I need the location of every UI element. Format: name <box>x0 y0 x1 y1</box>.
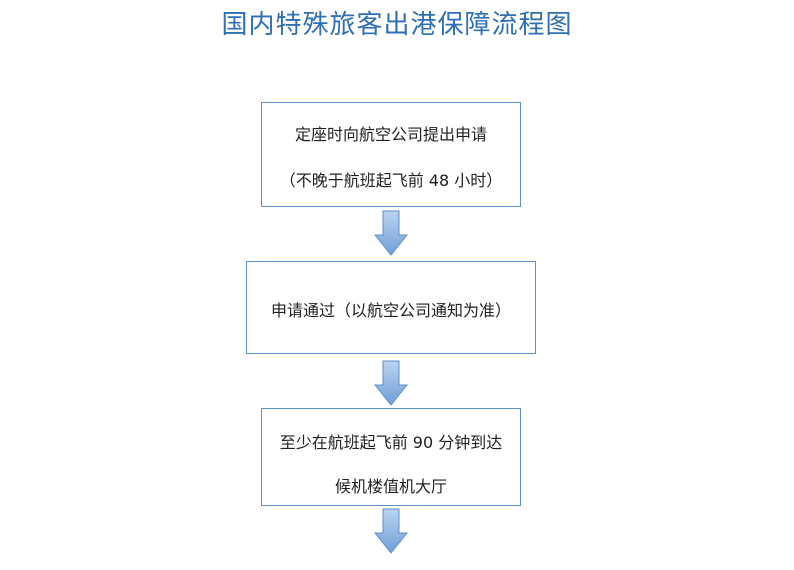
down-arrow-icon <box>374 360 408 406</box>
flow-step-2-text: 申请通过（以航空公司通知为准） <box>270 301 511 320</box>
flow-step-2-box: 申请通过（以航空公司通知为准） <box>246 261 536 354</box>
flow-step-3-text: 至少在航班起飞前 90 分钟到达 <box>279 433 503 452</box>
flow-step-3-subtext: 候机楼值机大厅 <box>334 477 447 496</box>
down-arrow-icon <box>374 210 408 256</box>
flow-step-1-text: 定座时向航空公司提出申请 <box>294 125 487 144</box>
flow-step-1-box: 定座时向航空公司提出申请 （不晚于航班起飞前 48 小时） <box>261 102 521 207</box>
down-arrow-icon <box>374 508 408 554</box>
flow-step-1-subtext: （不晚于航班起飞前 48 小时） <box>279 171 503 190</box>
page-title: 国内特殊旅客出港保障流程图 <box>221 10 573 40</box>
flow-step-3-box: 至少在航班起飞前 90 分钟到达 候机楼值机大厅 <box>261 408 521 506</box>
